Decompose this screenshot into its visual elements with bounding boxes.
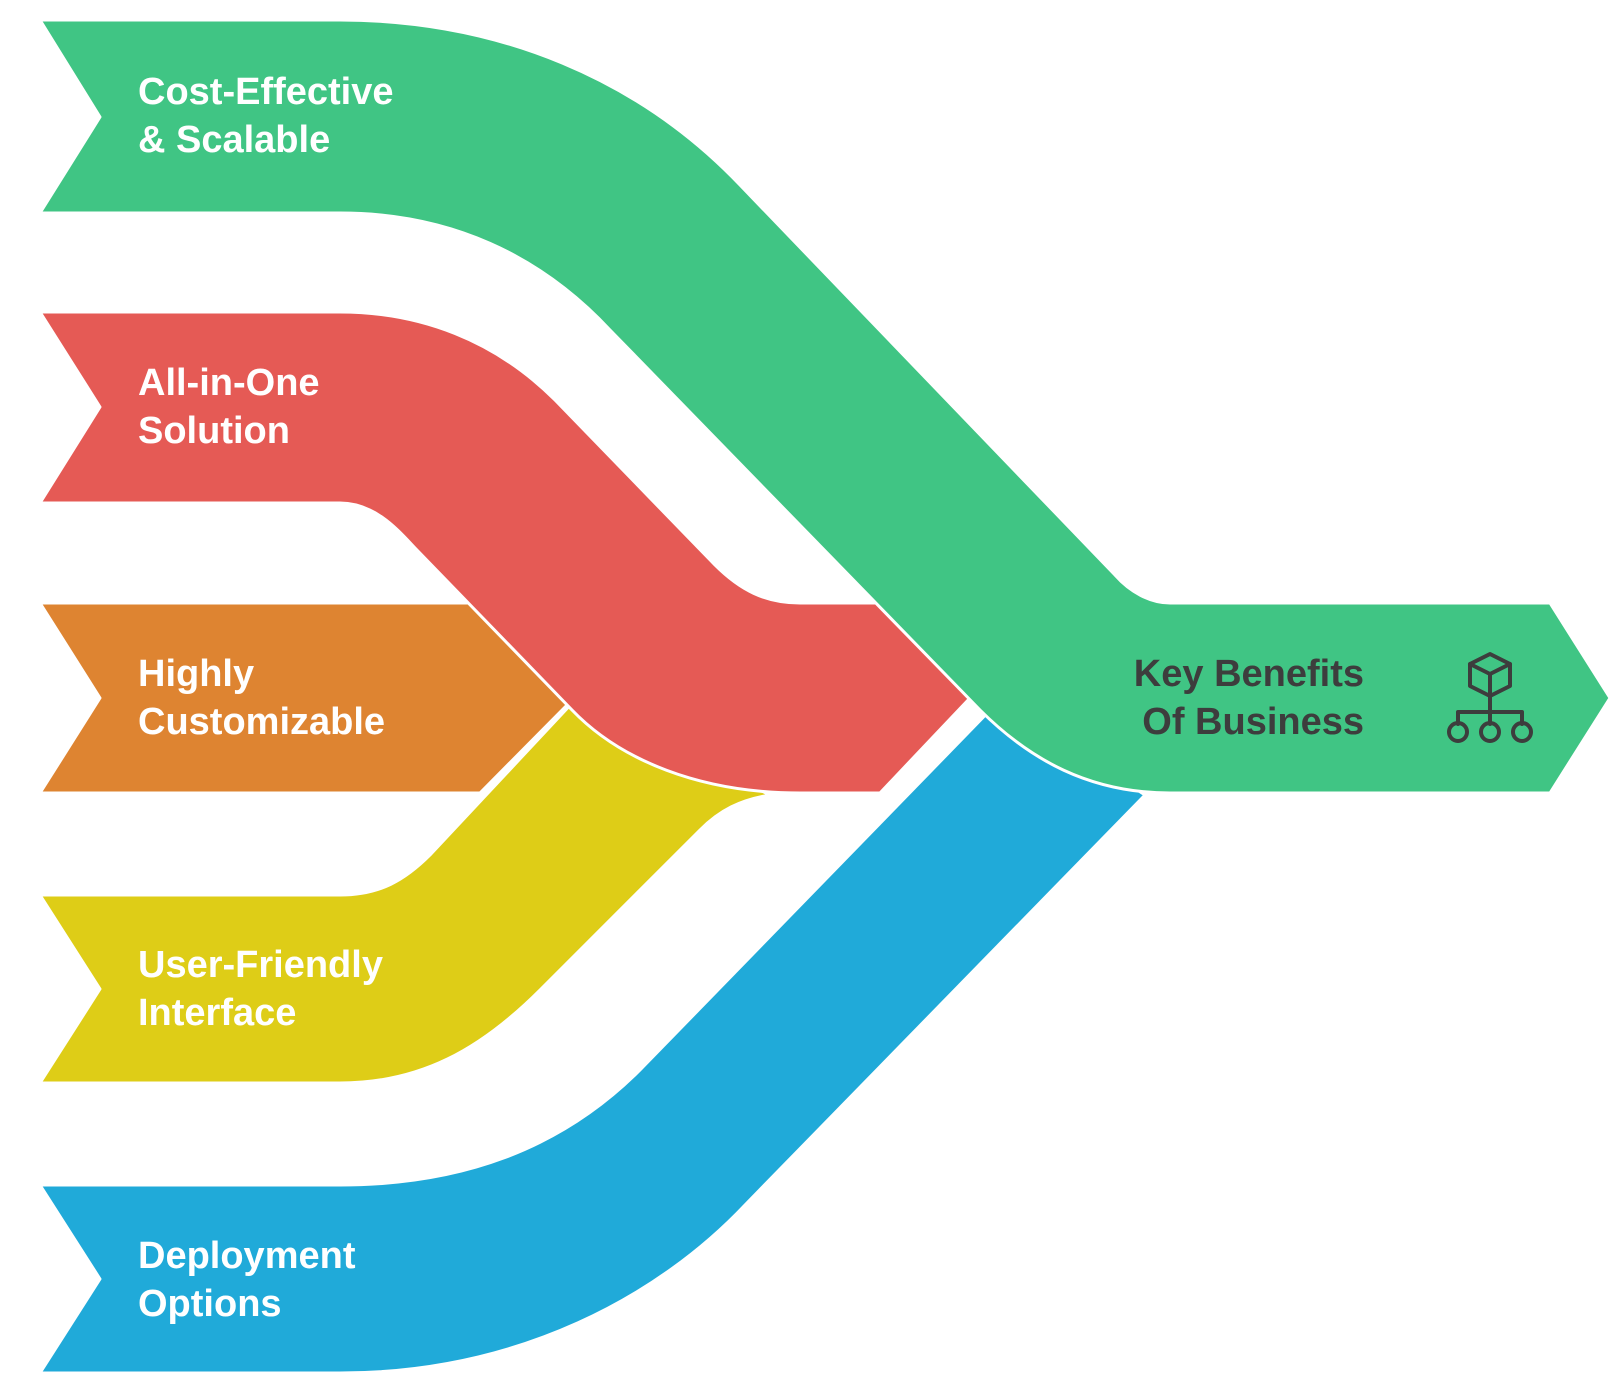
- branch-label-user-friendly: User-Friendly Interface: [138, 941, 383, 1037]
- branch-label-line2: Interface: [138, 992, 297, 1034]
- branch-label-all-in-one: All-in-One Solution: [138, 359, 320, 455]
- branch-label-line2: Options: [138, 1283, 282, 1325]
- branch-all-in-one-solution: [38, 310, 972, 795]
- branch-label-highly-customizable: Highly Customizable: [138, 650, 385, 746]
- branch-label-line1: User-Friendly: [138, 944, 383, 986]
- branch-label-line1: Highly: [138, 653, 255, 695]
- branch-label-line1: All-in-One: [138, 362, 320, 404]
- branch-label-line1: Cost-Effective: [138, 71, 394, 113]
- branch-cost-effective-scalable: [38, 18, 1612, 795]
- branch-label-line2: Solution: [138, 410, 290, 452]
- target-label-line2: Of Business: [1142, 701, 1364, 743]
- branch-label-line1: Deployment: [138, 1235, 356, 1277]
- branch-label-deployment: Deployment Options: [138, 1232, 355, 1328]
- branch-label-line2: Customizable: [138, 701, 386, 743]
- target-label: Key Benefits Of Business: [1134, 650, 1364, 746]
- branch-deployment-options: [38, 698, 1147, 1375]
- branch-label-line2: & Scalable: [138, 119, 331, 161]
- hierarchy-icon: [1447, 652, 1533, 743]
- branch-label-cost-effective: Cost-Effective & Scalable: [138, 68, 394, 164]
- target-label-line1: Key Benefits: [1133, 653, 1364, 695]
- branch-user-friendly-interface: [38, 698, 772, 1085]
